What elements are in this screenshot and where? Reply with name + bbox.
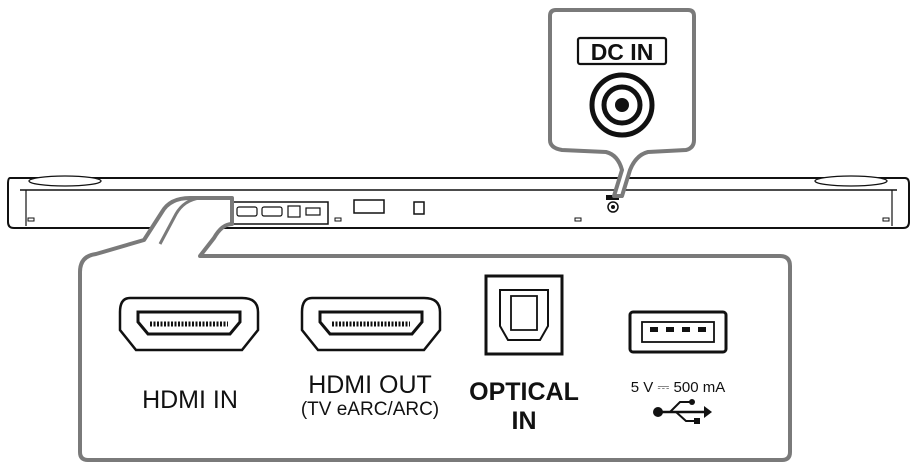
usb-port-icon [628,310,728,354]
optical-label: OPTICAL [469,378,579,406]
dc-in-label: DC IN [590,39,654,65]
usb-power-rating: 5 V ⎓ 500 mA [630,379,726,396]
rear-port-panel [229,201,329,225]
dc-in-label-box [576,36,668,66]
hdmi-out-label: HDMI OUT [308,371,432,399]
wall-mount-slot [353,199,385,214]
left-top-speaker-icon [28,175,102,187]
hdmi-out-sublabel: (TV eARC/ARC) [300,399,440,420]
screw-hole [413,201,425,215]
optical-sublabel: IN [511,407,537,435]
hdmi-in-label: HDMI IN [142,386,238,414]
optical-port-icon [484,274,564,356]
dc-in-mini-label [606,195,619,200]
right-top-speaker-icon [814,175,888,187]
usb-symbol-icon [653,399,712,424]
hdmi-in-port-icon [118,296,260,352]
hdmi-out-port-icon [300,296,442,352]
soundbar-body [7,175,910,229]
dc-in-callout [548,8,696,198]
